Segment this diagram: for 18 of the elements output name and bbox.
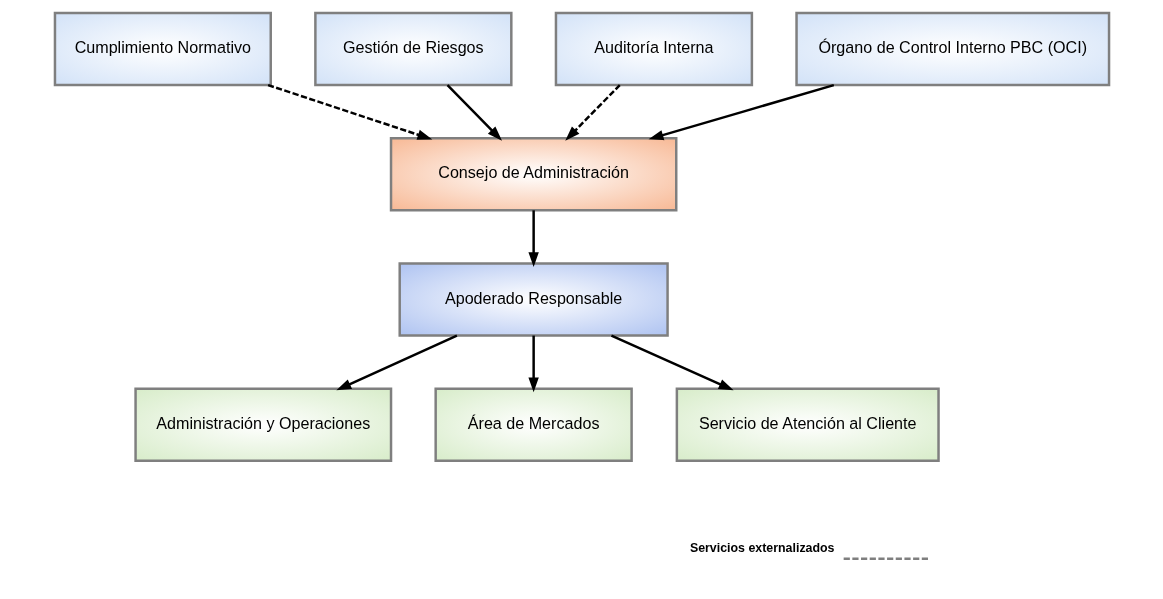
node-box: Cumplimiento Normativo bbox=[53, 11, 272, 87]
node-box: Área de Mercados bbox=[433, 387, 633, 462]
arrow bbox=[564, 84, 621, 141]
legend-label: Servicios externalizados bbox=[689, 541, 835, 556]
node-box: Consejo de Administración bbox=[389, 137, 677, 212]
node-box: Órgano de Control Interno PBC (OCI) bbox=[794, 11, 1110, 87]
node-box: Auditoría Interna bbox=[554, 11, 753, 87]
arrow bbox=[610, 334, 734, 391]
arrow bbox=[527, 210, 539, 268]
node-box: Administración y Operaciones bbox=[133, 387, 392, 462]
arrow bbox=[335, 334, 457, 391]
node-box: Apoderado Responsable bbox=[397, 262, 669, 337]
node-box: Gestión de Riesgos bbox=[313, 11, 513, 87]
arrow bbox=[527, 335, 539, 393]
arrow bbox=[267, 83, 432, 140]
arrow bbox=[446, 84, 502, 141]
arrow bbox=[648, 83, 834, 141]
node-box: Servicio de Atención al Cliente bbox=[675, 387, 940, 462]
